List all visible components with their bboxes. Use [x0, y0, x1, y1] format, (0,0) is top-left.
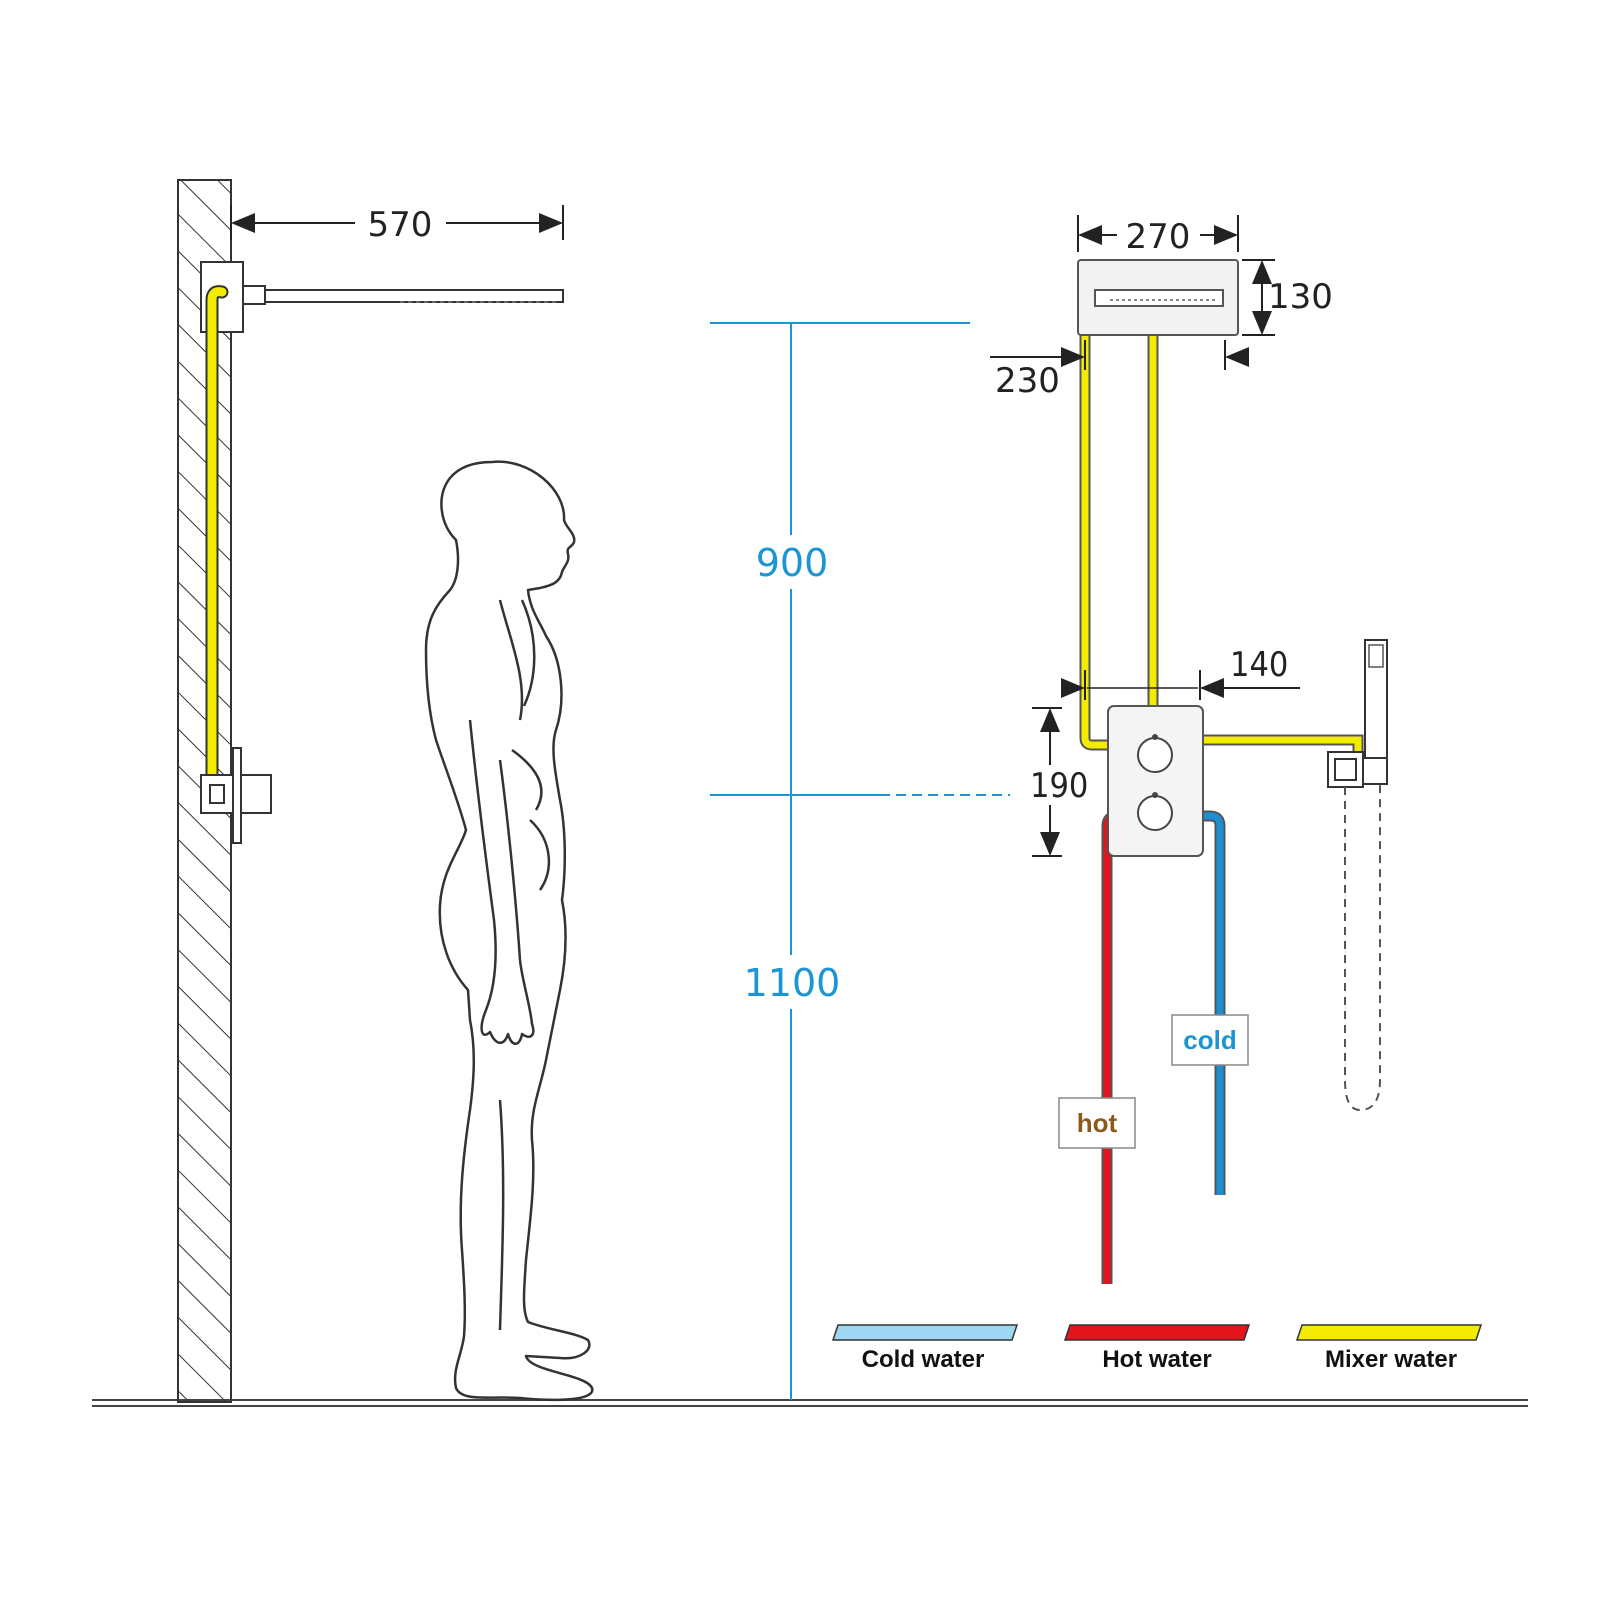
dimension-head-height: 130 [1242, 259, 1333, 336]
cold-tag: cold [1171, 1014, 1249, 1066]
head-height-label: 130 [1268, 277, 1333, 317]
legend-item-mixer-water: Mixer water [1295, 1324, 1483, 1373]
head-inlet-offset-label: 230 [995, 361, 1060, 401]
dimension-valve-spacing: 140 [1061, 645, 1300, 700]
mixer-pipe-wall [205, 285, 229, 787]
shower-arm-side-view [200, 261, 564, 333]
handshower [1327, 639, 1388, 1112]
legend: Cold water Hot water Mixer water [831, 1324, 1483, 1373]
legend-item-hot-water: Hot water [1063, 1324, 1251, 1373]
dimension-head-width: 270 [1077, 215, 1239, 257]
flow-knob-icon [1137, 795, 1173, 831]
height-dimension: 900 1100 [710, 322, 1010, 1400]
valve-spacing-label: 140 [1230, 645, 1288, 685]
mixer-pipes [1079, 330, 1364, 760]
valve-side-view [200, 747, 272, 844]
valve-above-floor-label: 1100 [744, 961, 841, 1005]
dimension-arm-length: 570 [230, 205, 564, 245]
cold-pipe [1200, 810, 1226, 1195]
svg-text:Mixer water: Mixer water [1325, 1346, 1457, 1373]
svg-text:hot: hot [1077, 1108, 1118, 1138]
svg-text:Cold water: Cold water [862, 1346, 985, 1373]
temperature-knob-icon [1137, 737, 1173, 773]
dimension-head-inlet-offset: 230 [990, 340, 1249, 401]
hot-tag: hot [1058, 1097, 1136, 1149]
human-figure [424, 460, 594, 1402]
shower-head-front-view [1077, 259, 1239, 336]
thermostatic-valve [1107, 705, 1204, 857]
svg-text:Hot water: Hot water [1102, 1346, 1211, 1373]
arm-length-label: 570 [368, 205, 433, 245]
dimension-valve-height: 190 [1030, 707, 1088, 857]
legend-item-cold-water: Cold water [831, 1324, 1019, 1373]
valve-height-label: 190 [1030, 766, 1088, 806]
head-above-valve-label: 900 [756, 541, 829, 585]
hot-pipe [1101, 810, 1124, 1284]
floor-line [92, 1399, 1528, 1407]
svg-text:cold: cold [1183, 1025, 1236, 1055]
head-width-label: 270 [1126, 217, 1191, 257]
